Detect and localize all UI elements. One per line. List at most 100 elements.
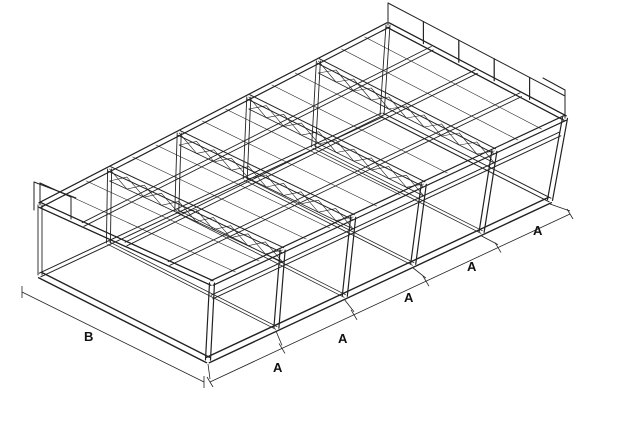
roof-purlin-3 bbox=[169, 96, 523, 266]
base-right-beam bbox=[208, 201, 552, 364]
base-cross-beam-4 bbox=[312, 147, 482, 234]
truss-diagonal bbox=[458, 132, 478, 155]
truss-diagonal bbox=[265, 105, 285, 127]
column-right-3 bbox=[415, 183, 427, 265]
truss-diagonal bbox=[196, 141, 215, 163]
roof-truss-3 bbox=[249, 94, 426, 183]
base-cross-beam-3 bbox=[244, 179, 413, 266]
extension-line-a-1 bbox=[276, 331, 283, 346]
dimension-lines bbox=[21, 203, 574, 388]
base-cross-beam-1 bbox=[108, 241, 278, 328]
parapet-back-panel-3 bbox=[493, 58, 531, 78]
roof-rib bbox=[271, 84, 448, 174]
truss-diagonal bbox=[213, 217, 231, 238]
roof-rib bbox=[86, 180, 260, 262]
dimension-tick-a-0 bbox=[206, 376, 214, 388]
dimension-label-a-4: A bbox=[467, 259, 477, 274]
roof-rib bbox=[62, 192, 236, 273]
column-right-5 bbox=[546, 116, 564, 201]
truss-diagonal bbox=[126, 176, 145, 198]
truss-diagonal bbox=[143, 184, 162, 206]
dimension-label-a-2: A bbox=[338, 331, 348, 346]
column-left-1 bbox=[109, 168, 113, 244]
dimension-line-a bbox=[209, 213, 571, 383]
dimension-tick-a-2 bbox=[350, 309, 358, 321]
steel-frame-structure bbox=[33, 2, 569, 364]
parapet-back-panel-2 bbox=[458, 39, 495, 60]
truss-diagonal bbox=[247, 233, 266, 255]
truss-diagonal bbox=[231, 157, 250, 179]
dimension-label-a-1: A bbox=[273, 360, 283, 375]
roof-purlin-1 bbox=[81, 46, 432, 224]
truss-diagonal bbox=[335, 140, 355, 162]
dimension-label-a-3: A bbox=[404, 290, 414, 305]
base-cross-beam-1 bbox=[107, 243, 277, 330]
roof-rib bbox=[155, 144, 331, 229]
truss-diagonal bbox=[318, 199, 337, 221]
truss-diagonal bbox=[388, 166, 407, 188]
truss-diagonal bbox=[353, 78, 372, 101]
roof-rib bbox=[202, 120, 378, 207]
column-left-2 bbox=[174, 132, 178, 212]
roof-truss-0 bbox=[38, 206, 212, 286]
column-left-5 bbox=[383, 24, 391, 116]
truss-diagonal bbox=[370, 87, 390, 110]
base-cross-beam-3 bbox=[245, 177, 415, 264]
truss-diagonal bbox=[405, 175, 425, 197]
dimension-tick-a-1 bbox=[278, 343, 286, 354]
truss-diagonal bbox=[161, 193, 180, 214]
column-right-0 bbox=[209, 282, 216, 361]
truss-diagonal bbox=[195, 209, 214, 230]
roof-truss-4 bbox=[316, 62, 494, 154]
truss-diagonal bbox=[388, 96, 407, 119]
base-front-beam bbox=[40, 271, 211, 358]
truss-diagonal bbox=[318, 60, 337, 83]
base-cross-beam-4 bbox=[313, 145, 483, 232]
column-right-5 bbox=[551, 117, 569, 201]
dimension-tick-a-3 bbox=[422, 275, 430, 287]
parapet-back-panel-4 bbox=[529, 76, 566, 97]
column-right-4 bbox=[483, 150, 498, 233]
column-right-4 bbox=[478, 150, 493, 233]
column-right-3 bbox=[410, 183, 422, 265]
roof-rib bbox=[132, 156, 307, 240]
extension-line-a-4 bbox=[481, 235, 499, 245]
truss-diagonal bbox=[178, 132, 197, 154]
truss-diagonal bbox=[213, 149, 232, 171]
truss-diagonal bbox=[441, 123, 460, 146]
base-right-beam bbox=[205, 196, 550, 358]
truss-diagonal bbox=[265, 174, 284, 196]
dimension-label-b: B bbox=[84, 329, 93, 344]
truss-diagonal bbox=[283, 183, 302, 205]
base-left-beam bbox=[38, 112, 382, 274]
truss-diagonal bbox=[109, 168, 128, 190]
truss-diagonal bbox=[423, 114, 442, 137]
base-front-beam bbox=[37, 277, 208, 364]
roof-right-beam bbox=[212, 119, 567, 286]
roof-truss-5 bbox=[386, 26, 565, 121]
roof-left-beam bbox=[40, 26, 390, 208]
dimension-label-a-5: A bbox=[533, 223, 543, 238]
roof-truss-5 bbox=[388, 22, 567, 117]
roof-edge-fascia bbox=[210, 131, 560, 296]
roof-rib bbox=[341, 48, 519, 141]
column-left-4 bbox=[311, 60, 317, 148]
roof-edge-fascia bbox=[212, 135, 562, 300]
roof-left-beam bbox=[38, 22, 388, 204]
parapet-back-panel-0 bbox=[387, 2, 424, 23]
roof-purlin-3 bbox=[167, 92, 521, 263]
roof-rib bbox=[294, 72, 472, 163]
extension-line-a-3 bbox=[412, 267, 427, 279]
roof-purlin-2 bbox=[124, 69, 477, 243]
truss-diagonal bbox=[335, 208, 354, 230]
column-left-3 bbox=[242, 96, 248, 180]
truss-diagonal bbox=[353, 148, 372, 171]
column-left-1 bbox=[105, 168, 109, 244]
base-back-beam bbox=[382, 112, 552, 199]
column-right-1 bbox=[273, 249, 281, 329]
dimension-tick-a-4 bbox=[494, 242, 502, 253]
truss-diagonal bbox=[248, 96, 267, 118]
parapet-right-top bbox=[542, 77, 566, 91]
roof-rib bbox=[364, 36, 542, 130]
